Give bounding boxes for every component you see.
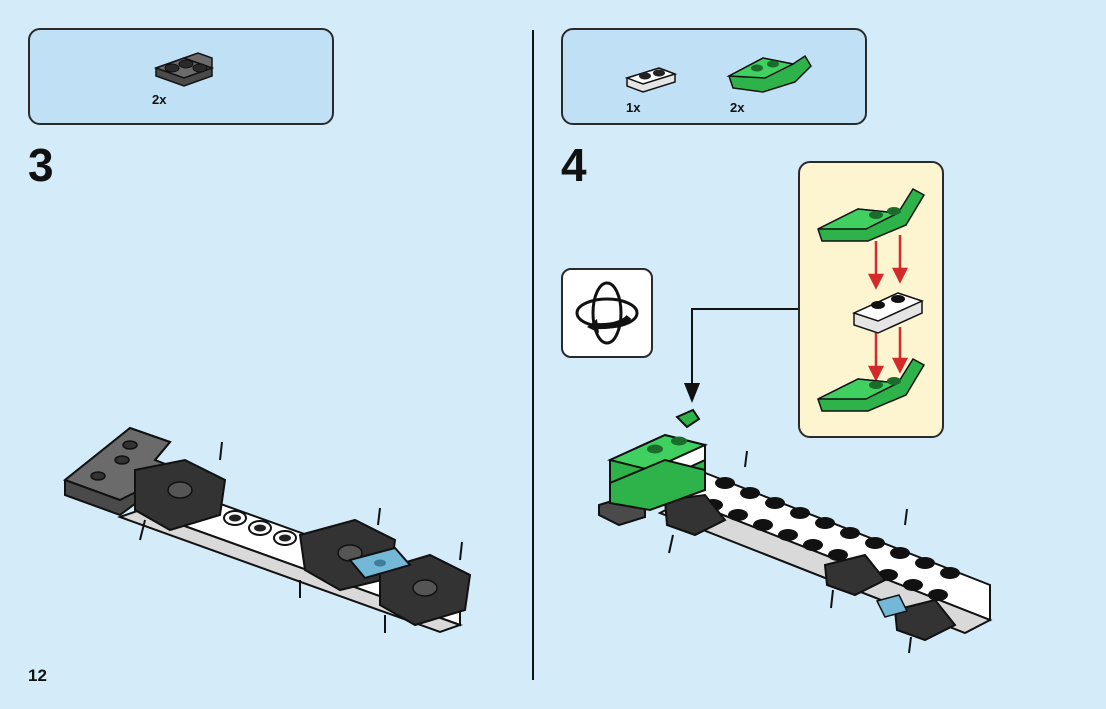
sub-assembly-illustration [817, 188, 926, 412]
dark-gray-corner-plate-icon [153, 52, 215, 87]
part-quantity-white-plate: 1x [626, 100, 641, 115]
white-plate-1x2-icon [624, 67, 678, 93]
step-4-model-illustration [598, 408, 993, 654]
step-number-3: 3 [28, 139, 54, 191]
step-number-4: 4 [561, 139, 587, 191]
page-divider [532, 30, 534, 680]
part-quantity: 2x [152, 92, 167, 107]
rotate-model-box [561, 268, 653, 358]
step-3-model-illustration [62, 426, 472, 634]
sub-assembly-callout [798, 161, 944, 438]
callout-pointer-arrow [684, 308, 798, 403]
rotate-model-icon [575, 281, 639, 345]
step-4-parts-box: 1x 2x [561, 28, 867, 125]
step-3-parts-box: 2x [28, 28, 334, 125]
green-fender-icon [726, 54, 812, 93]
page-number: 12 [28, 666, 47, 685]
part-quantity-green-fender: 2x [730, 100, 745, 115]
